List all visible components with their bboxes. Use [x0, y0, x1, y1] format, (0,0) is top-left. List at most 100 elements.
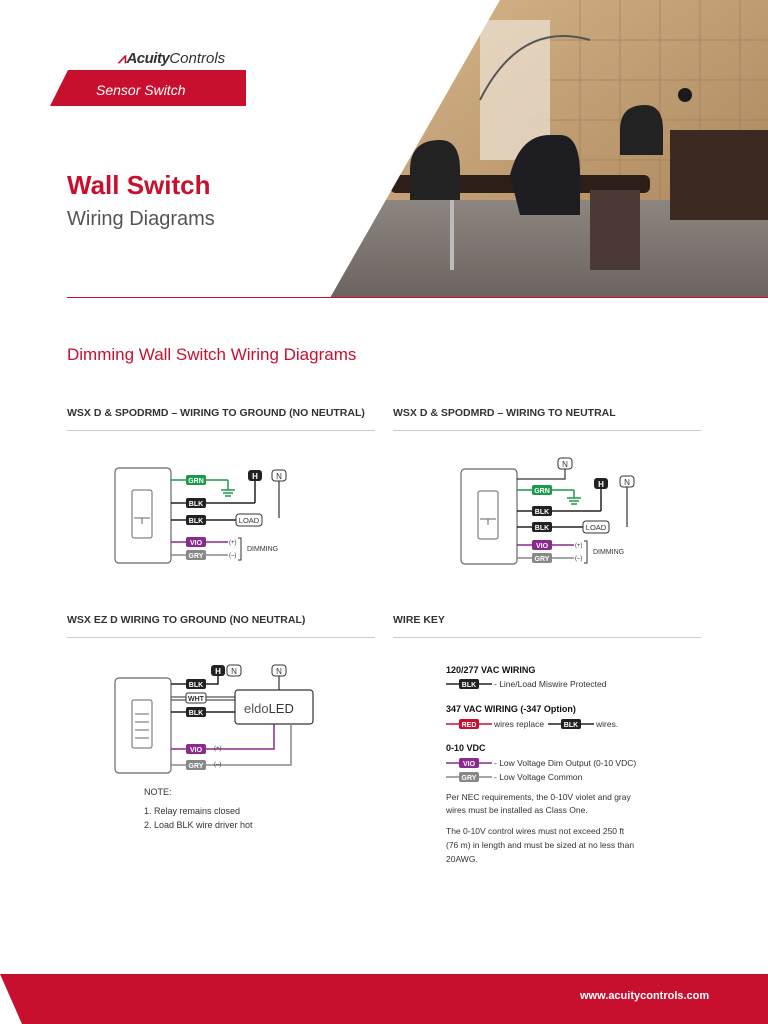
wire-key-line-4: - Low Voltage Common	[494, 772, 583, 782]
footer-website-link[interactable]: www.acuitycontrols.com	[580, 990, 710, 1002]
vio-label: VIO	[463, 761, 476, 768]
gry-tag	[186, 550, 206, 560]
gry-label: GRY	[189, 763, 204, 770]
blk-label: BLK	[535, 509, 549, 516]
driver-brand: eldoLED	[244, 701, 294, 716]
gry-wire-swatch: GRY	[446, 772, 492, 782]
hot-label: H	[215, 667, 221, 676]
minus-label: (–)	[214, 762, 221, 768]
red-wire-swatch: RED	[446, 719, 492, 729]
product-banner	[50, 70, 246, 106]
wire-key-para2-line3: 20AWG.	[446, 854, 478, 864]
blk-tag	[186, 679, 206, 689]
vio-label: VIO	[536, 543, 549, 550]
blk-wire-swatch: BLK	[548, 719, 594, 729]
plus-label: (+)	[214, 746, 222, 752]
diagram3-caption: WSX EZ D WIRING TO GROUND (NO NEUTRAL)	[67, 614, 306, 626]
diagram3-wiring: H N N BLK WHT BLK eldoLED VIO (+) GRY (–…	[114, 664, 314, 774]
vio-tag	[186, 744, 206, 754]
vio-label: VIO	[190, 540, 203, 547]
divider	[393, 430, 701, 431]
hot-terminal	[248, 470, 262, 481]
hot-label: H	[598, 480, 604, 489]
wht-tag	[185, 692, 207, 704]
neutral-label: N	[624, 478, 630, 487]
gry-label: GRY	[462, 775, 477, 782]
load-box	[235, 513, 263, 527]
neutral-label: N	[231, 667, 237, 676]
load-box	[582, 520, 610, 534]
grn-tag	[532, 485, 552, 495]
divider	[67, 430, 375, 431]
divider	[393, 637, 701, 638]
switch-body	[114, 677, 172, 774]
wire-key-para1-line2: wires must be installed as Class One.	[446, 805, 588, 815]
brand-name-bold: Acuity	[126, 50, 170, 67]
blk-label: BLK	[564, 722, 578, 729]
minus-label: (–)	[229, 553, 236, 559]
vio-wire-swatch: VIO	[446, 758, 492, 768]
blk-label: BLK	[189, 682, 203, 689]
page-title: Wall Switch	[67, 170, 211, 200]
load-label: LOAD	[586, 523, 607, 532]
wht-label: WHT	[188, 696, 205, 703]
gry-label: GRY	[535, 556, 550, 563]
wire-key-line-2a: wires replace	[494, 719, 545, 729]
wire-key-line-2b: wires.	[596, 719, 619, 729]
switch-body	[460, 468, 518, 565]
minus-label: (–)	[575, 556, 582, 562]
wire-key-heading-120-277: 120/277 VAC WIRING	[446, 665, 536, 675]
blk-wire-swatch: BLK	[446, 679, 492, 689]
blk-tag	[186, 707, 206, 717]
neutral-label: N	[276, 472, 282, 481]
plus-label: (+)	[575, 543, 583, 549]
wire-key-line-3: - Low Voltage Dim Output (0-10 VDC)	[494, 758, 637, 768]
wire-key-heading-0-10vdc: 0-10 VDC	[446, 743, 486, 753]
grn-label: GRN	[188, 478, 204, 485]
office-photo	[330, 0, 768, 298]
product-line-label: Sensor Switch	[96, 82, 186, 98]
note-item-1: 1. Relay remains closed	[144, 806, 241, 816]
blk-tag	[532, 522, 552, 532]
load-label: LOAD	[239, 516, 260, 525]
grn-label: GRN	[534, 488, 550, 495]
page-subtitle: Wiring Diagrams	[67, 208, 215, 230]
dimming-label: DIMMING	[247, 546, 278, 553]
hot-label: H	[252, 472, 258, 481]
note-item-2: 2. Load BLK wire driver hot	[144, 820, 253, 830]
brand-logo: ⩘AcuityControls	[118, 50, 225, 67]
diagram2-caption: WSX D & SPODMRD – WIRING TO NEUTRAL	[393, 407, 616, 419]
neutral-label: N	[562, 460, 568, 469]
wire-key-line-1: - Line/Load Miswire Protected	[494, 679, 607, 689]
blk-label: BLK	[189, 501, 203, 508]
brand-name-rest: Controls	[169, 50, 226, 67]
red-label: RED	[462, 722, 477, 729]
plus-label: (+)	[229, 540, 237, 546]
switch-rocker	[477, 490, 499, 540]
wire-key-heading-347: 347 VAC WIRING (-347 Option)	[446, 704, 576, 714]
grn-tag	[186, 475, 206, 485]
wire-key-para2-line2: (76 m) in length and must be sized at no…	[446, 840, 635, 850]
section-title: Dimming Wall Switch Wiring Diagrams	[67, 345, 357, 364]
blk-tag	[186, 498, 206, 508]
diagram1-caption: WSX D & SPODRMD – WIRING TO GROUND (NO N…	[67, 407, 365, 419]
footer-band	[0, 974, 768, 1024]
blk-label: BLK	[535, 525, 549, 532]
diagram2-wiring: N GRN BLK H N BLK LOAD VIO (+) GRY (–) D…	[460, 457, 635, 565]
switch-rocker	[131, 699, 153, 749]
switch-body	[114, 467, 172, 564]
wire-key-para2-line1: The 0-10V control wires must not exceed …	[446, 826, 625, 836]
logo-swoosh-icon: ⩘	[118, 50, 127, 67]
wire-key-para1-line1: Per NEC requirements, the 0-10V violet a…	[446, 792, 631, 802]
vio-tag	[532, 540, 552, 550]
gry-tag	[186, 760, 206, 770]
wire-key-caption: WIRE KEY	[393, 614, 445, 626]
blk-tag	[532, 506, 552, 516]
header-divider	[67, 297, 768, 298]
dimming-label: DIMMING	[593, 549, 624, 556]
divider	[67, 637, 375, 638]
blk-label: BLK	[189, 518, 203, 525]
note-title: NOTE:	[144, 787, 172, 797]
gry-tag	[532, 553, 552, 563]
hot-terminal	[211, 665, 225, 676]
